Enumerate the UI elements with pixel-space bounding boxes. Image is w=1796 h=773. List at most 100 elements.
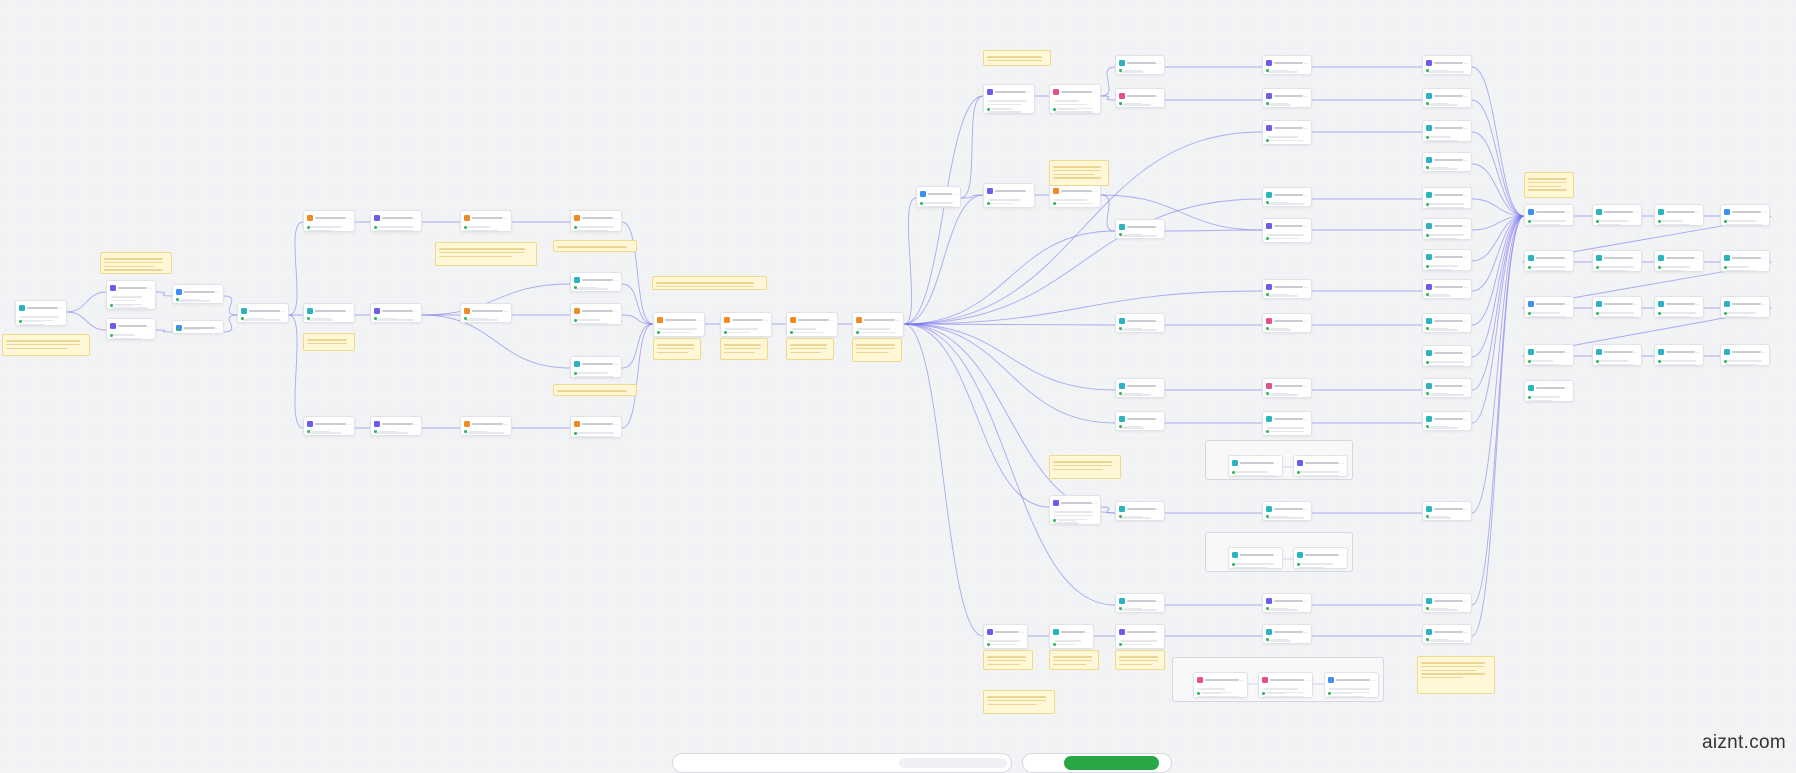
more-icon[interactable]: ⋯ — [1157, 94, 1161, 99]
workflow-node[interactable]: ⋯ — [1049, 624, 1094, 649]
more-icon[interactable]: ⋯ — [1762, 256, 1766, 261]
more-icon[interactable]: ⋯ — [347, 309, 351, 314]
workflow-node[interactable]: ⋯ — [1262, 313, 1312, 333]
workflow-node[interactable]: ⋯ — [983, 84, 1035, 114]
workflow-node[interactable]: ⋯ — [1422, 249, 1472, 271]
workflow-node[interactable]: ⋯ — [1262, 624, 1312, 644]
more-icon[interactable]: ⋯ — [1762, 350, 1766, 355]
sticky-note[interactable] — [983, 690, 1055, 714]
sticky-note[interactable] — [786, 338, 834, 360]
edge-line[interactable] — [904, 96, 983, 324]
workflow-node[interactable]: ⋯ — [460, 303, 512, 323]
more-icon[interactable]: ⋯ — [1696, 350, 1700, 355]
more-icon[interactable]: ⋯ — [504, 309, 508, 314]
edge-line[interactable] — [904, 324, 1115, 325]
workflow-node[interactable]: ⋯ — [1654, 296, 1704, 318]
workflow-node[interactable]: ⋯ — [1262, 120, 1312, 145]
more-icon[interactable]: ⋯ — [1464, 384, 1468, 389]
sticky-note[interactable] — [983, 50, 1051, 66]
edge-line[interactable] — [904, 231, 1115, 324]
workflow-node[interactable]: ⋯ — [1422, 345, 1472, 367]
workflow-node[interactable]: ⋯ — [1228, 455, 1283, 477]
sticky-note[interactable] — [720, 338, 768, 360]
workflow-node[interactable]: ⋯ — [1654, 204, 1704, 226]
edge-line[interactable] — [904, 324, 1115, 513]
more-icon[interactable]: ⋯ — [1371, 678, 1375, 683]
workflow-node[interactable]: ⋯ — [720, 312, 772, 337]
more-icon[interactable]: ⋯ — [614, 216, 618, 221]
workflow-node[interactable]: ⋯ — [1422, 313, 1472, 333]
workflow-node[interactable]: ⋯ — [1592, 250, 1642, 272]
more-icon[interactable]: ⋯ — [1020, 630, 1024, 635]
edge-line[interactable] — [622, 315, 653, 324]
workflow-node[interactable]: ⋯ — [786, 312, 838, 337]
more-icon[interactable]: ⋯ — [1304, 630, 1308, 635]
more-icon[interactable]: ⋯ — [614, 422, 618, 427]
workflow-node[interactable]: ⋯ — [1654, 344, 1704, 366]
more-icon[interactable]: ⋯ — [1086, 630, 1090, 635]
more-icon[interactable]: ⋯ — [896, 318, 900, 323]
more-icon[interactable]: ⋯ — [1566, 350, 1570, 355]
workflow-node[interactable]: ⋯ — [1262, 218, 1312, 243]
workflow-node[interactable]: ⋯ — [1720, 344, 1770, 366]
workflow-node[interactable]: ⋯ — [852, 312, 904, 337]
edge-line[interactable] — [1472, 216, 1524, 513]
sticky-note[interactable] — [1115, 650, 1165, 670]
sticky-note[interactable] — [1049, 160, 1109, 186]
workflow-node[interactable]: ⋯ — [1049, 183, 1101, 208]
more-icon[interactable]: ⋯ — [1275, 553, 1279, 558]
more-icon[interactable]: ⋯ — [414, 309, 418, 314]
more-icon[interactable]: ⋯ — [614, 278, 618, 283]
edge-line[interactable] — [1472, 67, 1524, 216]
workflow-node[interactable]: ⋯ — [303, 303, 355, 323]
workflow-node[interactable]: ⋯ — [1115, 219, 1165, 239]
edge-line[interactable] — [1472, 216, 1524, 230]
edge-line[interactable] — [1472, 216, 1524, 357]
workflow-node[interactable]: ⋯ — [1115, 313, 1165, 333]
more-icon[interactable]: ⋯ — [1464, 351, 1468, 356]
workflow-node[interactable]: ⋯ — [1422, 88, 1472, 108]
edge-line[interactable] — [1472, 164, 1524, 216]
workflow-node[interactable]: ⋯ — [1262, 411, 1312, 436]
workflow-node[interactable]: ⋯ — [570, 210, 622, 232]
workflow-node[interactable]: ⋯ — [106, 318, 156, 340]
more-icon[interactable]: ⋯ — [414, 216, 418, 221]
more-icon[interactable]: ⋯ — [1304, 599, 1308, 604]
sticky-note[interactable] — [652, 276, 767, 290]
more-icon[interactable]: ⋯ — [148, 324, 152, 329]
more-icon[interactable]: ⋯ — [1762, 302, 1766, 307]
workflow-node[interactable]: ⋯ — [983, 624, 1028, 649]
workflow-node[interactable]: ⋯ — [1422, 279, 1472, 299]
workflow-node[interactable]: ⋯ — [570, 356, 622, 378]
workflow-node[interactable]: ⋯ — [1193, 672, 1248, 698]
edge-line[interactable] — [1472, 132, 1524, 216]
more-icon[interactable]: ⋯ — [1157, 599, 1161, 604]
workflow-node[interactable]: ⋯ — [1592, 296, 1642, 318]
workflow-node[interactable]: ⋯ — [570, 272, 622, 292]
more-icon[interactable]: ⋯ — [1304, 224, 1308, 229]
workflow-node[interactable]: ⋯ — [460, 416, 512, 436]
workflow-node[interactable]: ⋯ — [1422, 624, 1472, 644]
edge-line[interactable] — [904, 324, 1115, 423]
workflow-node[interactable]: ⋯ — [106, 280, 156, 310]
more-icon[interactable]: ⋯ — [1634, 350, 1638, 355]
more-icon[interactable]: ⋯ — [504, 216, 508, 221]
workflow-node[interactable]: ⋯ — [1115, 378, 1165, 398]
edge-line[interactable] — [1472, 216, 1524, 423]
workflow-node[interactable]: ⋯ — [1422, 411, 1472, 431]
more-icon[interactable]: ⋯ — [1464, 599, 1468, 604]
edge-line[interactable] — [289, 222, 303, 315]
workflow-node[interactable]: ⋯ — [1720, 296, 1770, 318]
more-icon[interactable]: ⋯ — [1157, 61, 1161, 66]
workflow-node[interactable]: ⋯ — [460, 210, 512, 232]
sticky-note[interactable] — [2, 334, 90, 356]
edge-line[interactable] — [961, 96, 983, 198]
more-icon[interactable]: ⋯ — [1157, 507, 1161, 512]
sticky-note[interactable] — [653, 338, 701, 360]
edge-line[interactable] — [1472, 216, 1524, 636]
workflow-node[interactable]: ⋯ — [303, 210, 355, 232]
more-icon[interactable]: ⋯ — [1464, 255, 1468, 260]
workflow-node[interactable]: ⋯ — [172, 320, 224, 334]
more-icon[interactable]: ⋯ — [1464, 285, 1468, 290]
edge-line[interactable] — [1472, 216, 1524, 605]
